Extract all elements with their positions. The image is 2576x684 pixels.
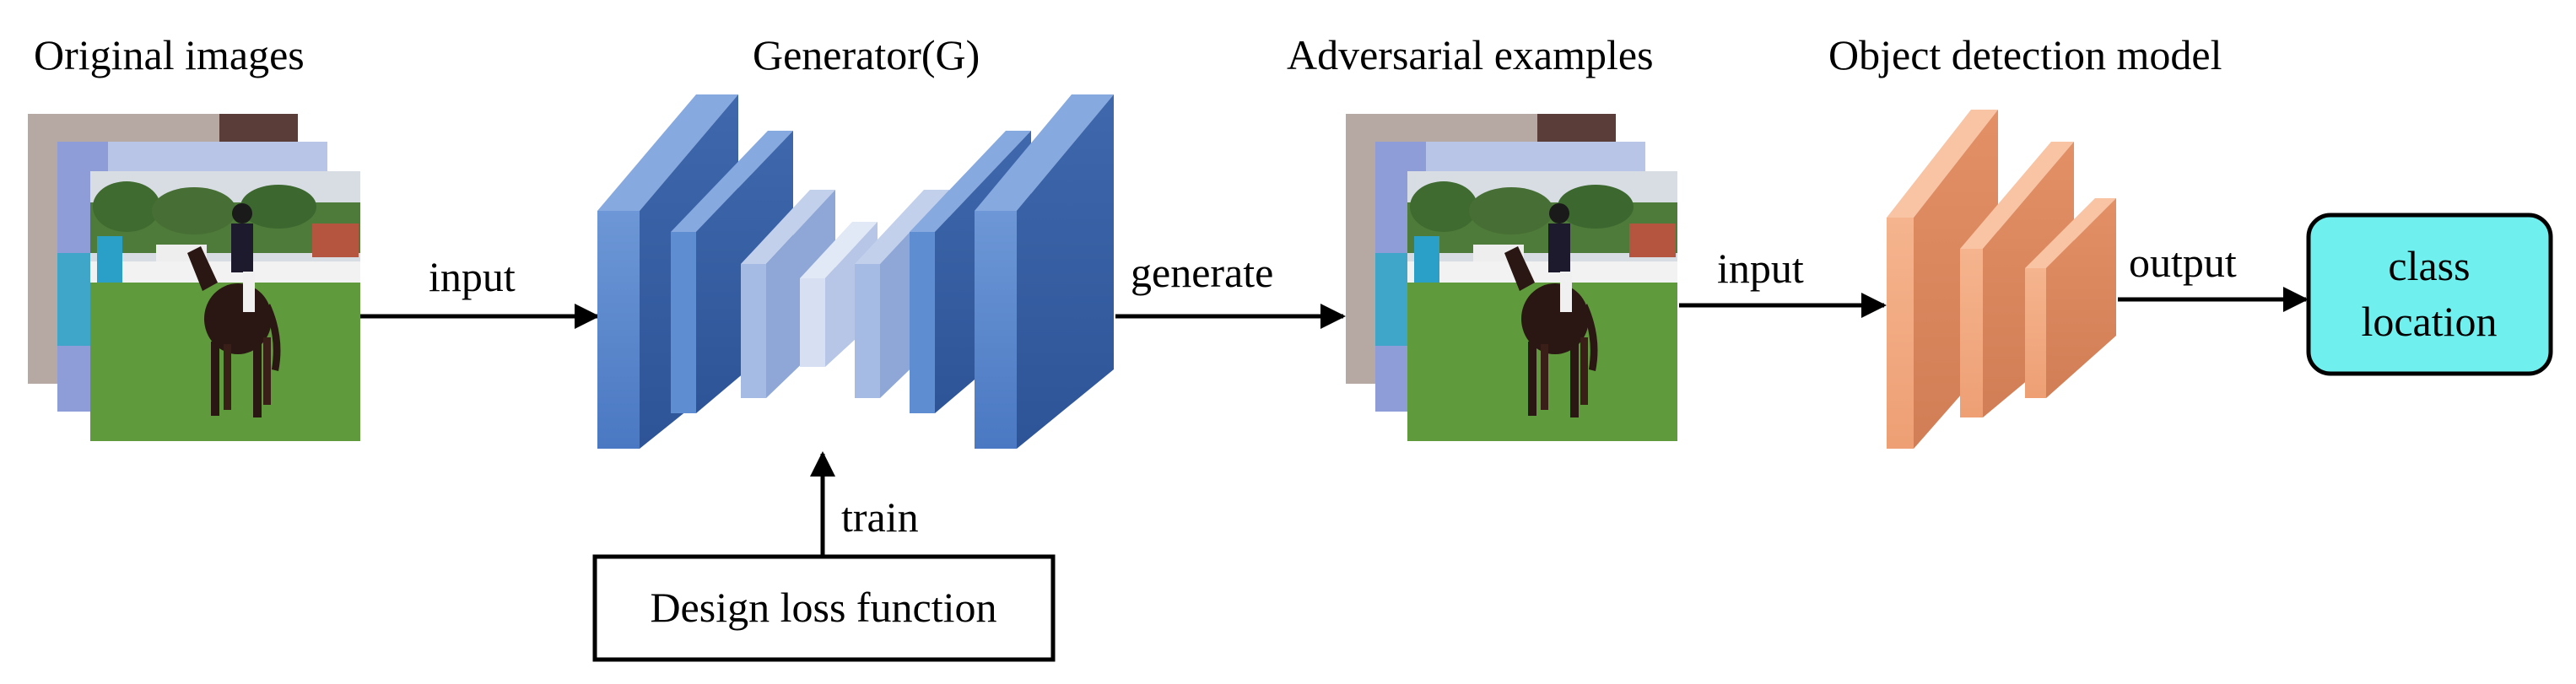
detector-layer-3	[2025, 198, 2116, 398]
object-detection-model-heading: Object detection model	[1828, 31, 2222, 78]
adv-horse-rider-photo-icon	[1407, 171, 1677, 441]
output-class-label: class	[2388, 242, 2470, 289]
adversarial-examples-stack	[1346, 114, 1677, 441]
output-arrow-label: output	[2129, 239, 2237, 286]
horse-rider-photo-icon	[90, 171, 360, 441]
generate-arrow-label: generate	[1131, 249, 1273, 296]
design-loss-function-label: Design loss function	[650, 584, 996, 631]
original-images-heading: Original images	[34, 31, 305, 78]
output-location-label: location	[2361, 298, 2497, 345]
adversarial-examples-heading: Adversarial examples	[1287, 31, 1654, 78]
train-arrow-label: train	[841, 493, 919, 541]
class-location-output-box: class location	[2306, 213, 2553, 376]
design-loss-function-box: Design loss function	[592, 554, 1056, 662]
input-arrow-2-label: input	[1717, 245, 1804, 292]
object-detection-network	[1887, 110, 2116, 449]
original-images-stack	[28, 114, 360, 441]
input-arrow-1-label: input	[429, 253, 516, 300]
generator-layer-7	[975, 94, 1114, 449]
generator-heading: Generator(G)	[753, 31, 980, 78]
generator-network	[597, 94, 1114, 449]
